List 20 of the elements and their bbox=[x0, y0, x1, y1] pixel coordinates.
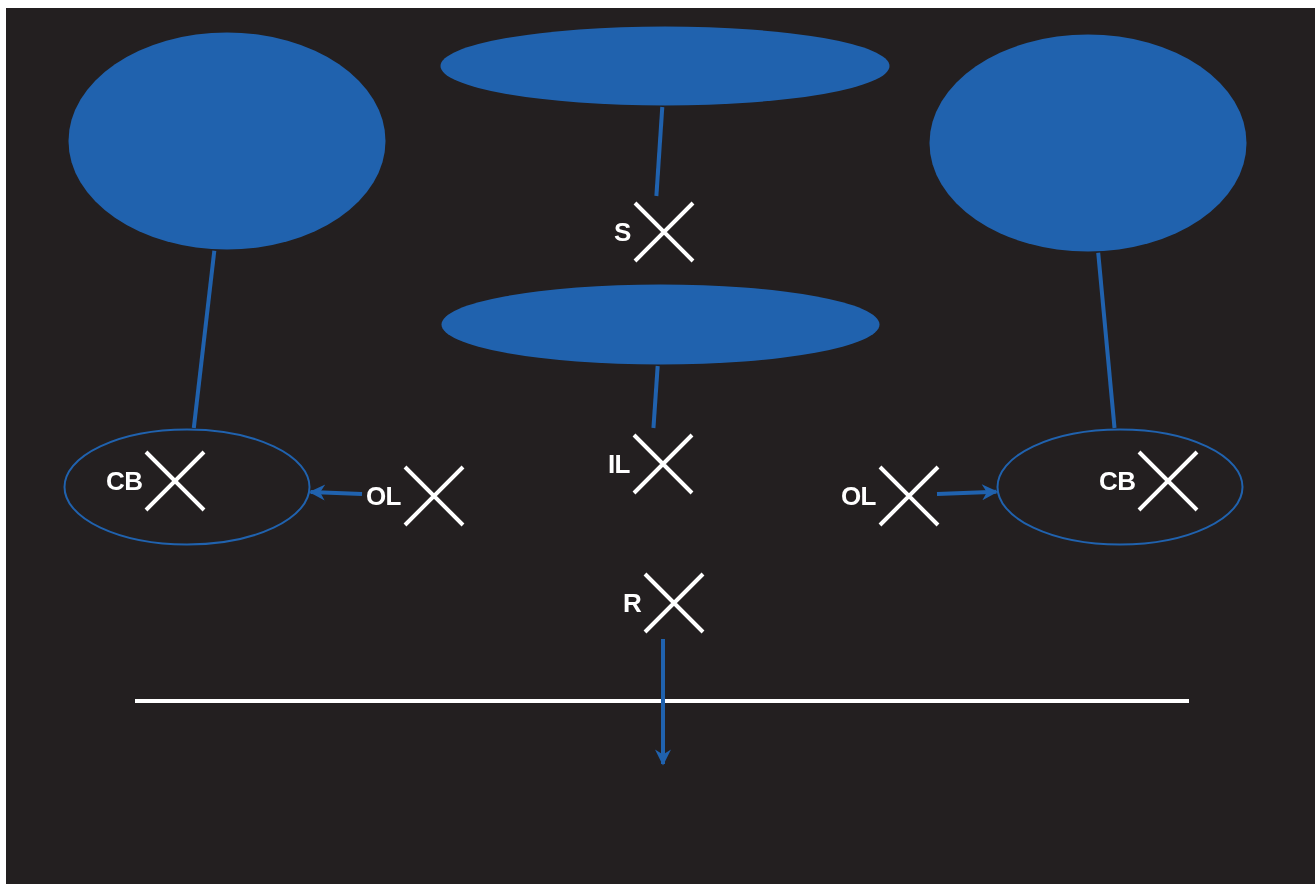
outlined-ellipse bbox=[63, 428, 311, 546]
site-label: OL bbox=[366, 483, 401, 509]
connector-line bbox=[1096, 252, 1117, 429]
site-label: CB bbox=[1099, 468, 1136, 494]
filled-ellipse bbox=[928, 33, 1248, 253]
outlined-ellipse bbox=[996, 428, 1244, 546]
site-label: S bbox=[614, 219, 631, 245]
arrow bbox=[936, 484, 998, 501]
filled-ellipse bbox=[440, 283, 881, 366]
filled-ellipse bbox=[439, 25, 891, 107]
connector-line bbox=[651, 365, 660, 429]
site-label: IL bbox=[608, 451, 630, 477]
site-label: OL bbox=[841, 483, 876, 509]
connector-line bbox=[654, 106, 665, 197]
arrow bbox=[308, 484, 363, 501]
filled-ellipse bbox=[67, 31, 387, 251]
arrow bbox=[655, 639, 671, 766]
site-label: R bbox=[623, 590, 642, 616]
connector-line bbox=[191, 250, 217, 429]
site-label: CB bbox=[106, 468, 143, 494]
